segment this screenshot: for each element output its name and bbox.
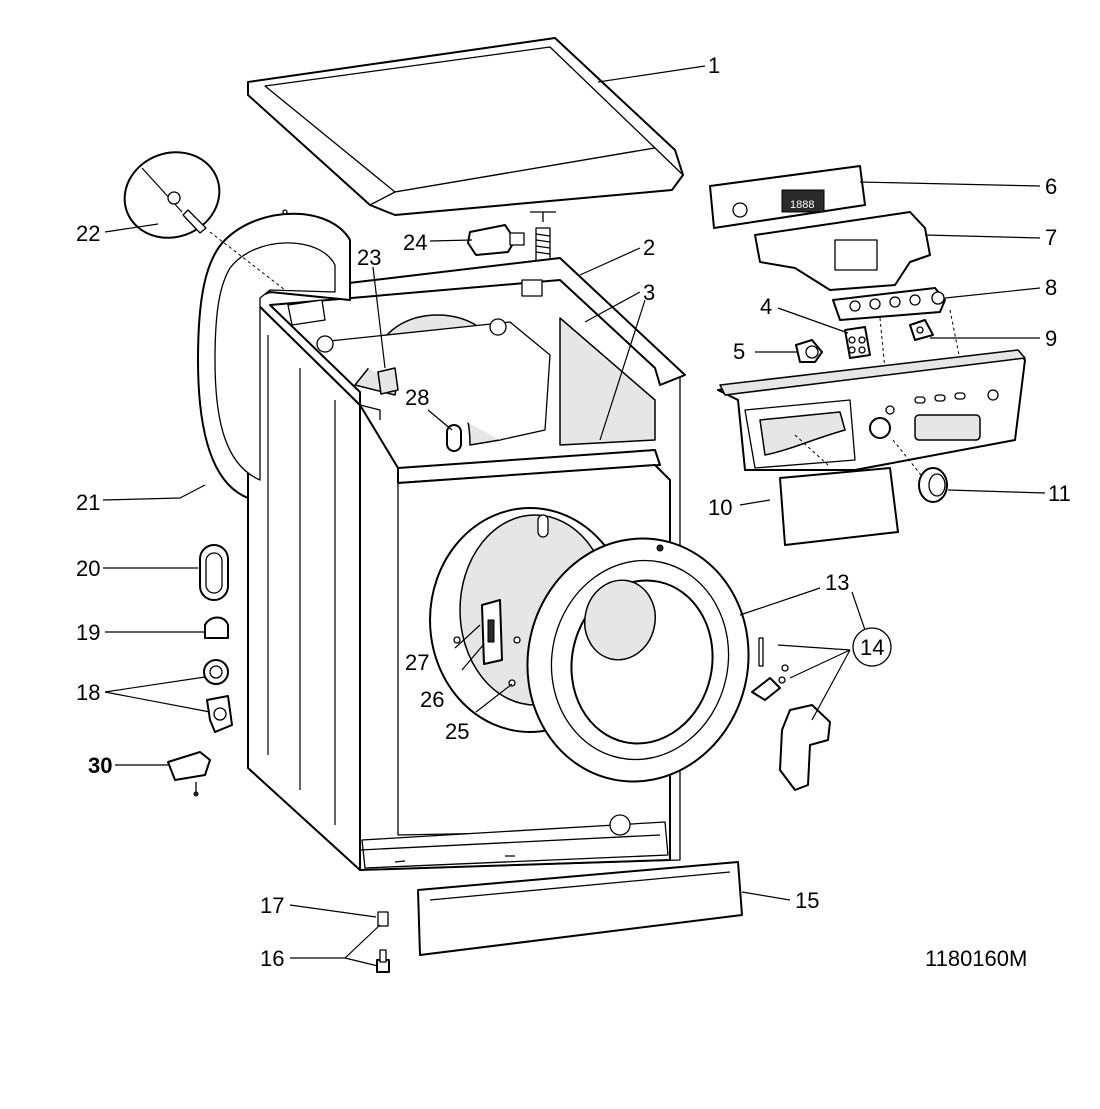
callout-14: 14 (860, 635, 884, 660)
callout-30: 30 (88, 753, 112, 778)
part-clamp (467, 224, 525, 256)
callout-9: 9 (1045, 326, 1057, 351)
callout-labels: 1 2 3 4 5 6 7 8 9 10 11 13 14 15 16 17 1… (76, 53, 1071, 971)
part-top-lid (247, 37, 684, 216)
part-tub-seal (197, 209, 351, 499)
callout-17: 17 (260, 893, 284, 918)
part-hardware-detail (123, 151, 286, 291)
callout-22: 22 (76, 221, 100, 246)
callout-1: 1 (708, 53, 720, 78)
callout-21: 21 (76, 490, 100, 515)
part-spring-small (377, 911, 389, 927)
callout-10: 10 (708, 495, 732, 520)
part-control-frame (754, 211, 931, 291)
callout-15: 15 (795, 888, 819, 913)
callout-26: 26 (420, 687, 444, 712)
part-switch-block (832, 287, 961, 371)
callout-18: 18 (76, 680, 100, 705)
callout-3: 3 (643, 280, 655, 305)
callout-20: 20 (76, 556, 100, 581)
callout-16: 16 (260, 946, 284, 971)
part-control-panel (717, 349, 1026, 481)
callout-24: 24 (403, 230, 427, 255)
callout-5: 5 (733, 339, 745, 364)
part-door (526, 537, 750, 783)
part-filter (203, 659, 233, 733)
part-drawer-cover (779, 467, 899, 546)
part-display-board: 1888 (709, 165, 866, 229)
part-spring (530, 211, 556, 263)
part-hinge-kit (751, 637, 831, 791)
callout-14-badge: 14 (852, 627, 892, 667)
part-clip (204, 616, 229, 639)
callout-7: 7 (1045, 225, 1057, 250)
part-kick-plate (417, 861, 743, 956)
callout-4: 4 (760, 294, 772, 319)
part-button (909, 319, 934, 341)
callout-23: 23 (357, 245, 381, 270)
display-readout: 1888 (790, 199, 814, 211)
callout-27: 27 (405, 650, 429, 675)
part-foot (376, 949, 390, 973)
part-bracket (167, 751, 211, 797)
callout-25: 25 (445, 719, 469, 744)
callout-28: 28 (405, 385, 429, 410)
part-program-knob (918, 467, 948, 503)
callout-19: 19 (76, 620, 100, 645)
part-switch (844, 326, 871, 359)
callout-13: 13 (825, 570, 849, 595)
part-filter-cover (199, 544, 229, 601)
part-knob-small (795, 339, 823, 363)
leader-lines (102, 65, 1046, 967)
callout-11: 11 (1048, 481, 1071, 506)
callout-8: 8 (1045, 275, 1057, 300)
callout-2: 2 (643, 235, 655, 260)
callout-6: 6 (1045, 174, 1057, 199)
drawing-code: 1180160M (925, 946, 1027, 971)
